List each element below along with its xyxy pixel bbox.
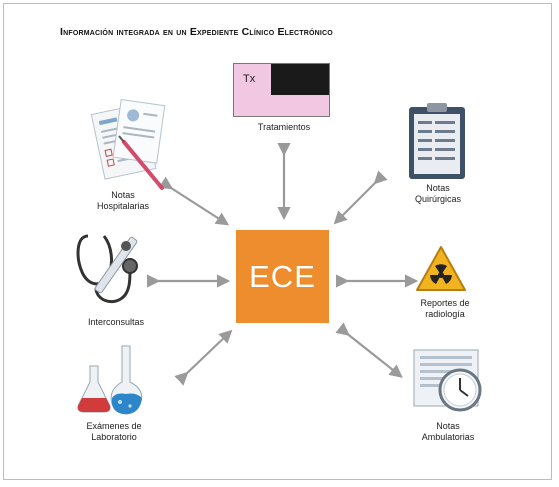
arrow-examenes-laboratorio	[174, 329, 233, 386]
arrow-notas-ambulatorias	[335, 322, 403, 378]
lab-flasks-icon	[77, 345, 143, 415]
notas-ambulatorias-label: Notas Ambulatorias	[421, 421, 475, 442]
examenes-laboratorio-label: Exámenes de Laboratorio	[86, 421, 142, 442]
clock-notes-icon	[413, 349, 482, 412]
tx-box-text: Tx	[243, 73, 256, 85]
tx-dark-block	[271, 64, 329, 95]
ece-label: ECE	[249, 258, 316, 294]
notas-hospitalarias-label: Notas Hospitalarias	[96, 190, 150, 211]
clipboard-icon	[409, 103, 465, 179]
notas-quirurgicas-label: Notas Quirúrgicas	[414, 183, 461, 204]
ece-center-node: ECE	[236, 230, 329, 323]
tratamientos-box-icon: Tx	[233, 63, 330, 117]
hospital-notes-icon	[90, 99, 166, 190]
arrow-notas-quirurgicas	[333, 170, 388, 225]
diagram-title: Información integrada en un Expediente C…	[60, 26, 333, 38]
radiation-icon	[416, 246, 466, 291]
tratamientos-label: Tratamientos	[257, 122, 311, 132]
interconsultas-label: Interconsultas	[87, 317, 145, 327]
arrow-notas-hospitalarias	[158, 176, 230, 226]
diagram-frame	[3, 3, 552, 480]
reportes-radiologia-label: Reportes de radiología	[420, 298, 470, 319]
stethoscope-icon	[76, 234, 138, 304]
